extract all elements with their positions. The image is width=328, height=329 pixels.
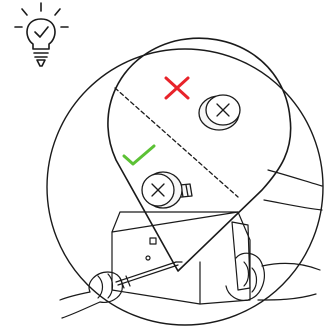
screw-correct — [142, 172, 192, 208]
lightbulb-check-icon — [15, 3, 68, 66]
red-x-icon — [166, 78, 188, 98]
screw-incorrect — [199, 95, 240, 130]
green-check-icon — [124, 146, 154, 164]
